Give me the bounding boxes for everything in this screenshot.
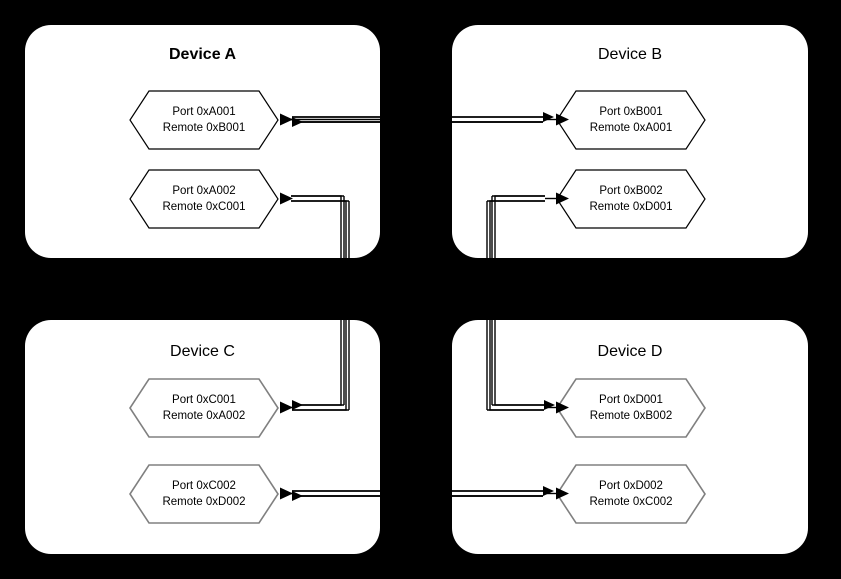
hexagon-shape	[129, 378, 279, 438]
port-node-d002[interactable]: Port 0xD002 Remote 0xC002	[556, 464, 706, 524]
device-title-a: Device A	[169, 46, 236, 63]
device-title-b: Device B	[597, 46, 663, 63]
hexagon-shape	[129, 464, 279, 524]
hexagon-shape	[556, 90, 706, 150]
device-title-d: Device D	[597, 343, 663, 360]
port-node-b001[interactable]: Port 0xB001 Remote 0xA001	[556, 90, 706, 150]
device-title-c: Device C	[170, 343, 235, 360]
port-node-b002[interactable]: Port 0xB002 Remote 0xD001	[556, 169, 706, 229]
port-node-c002[interactable]: Port 0xC002 Remote 0xD002	[129, 464, 279, 524]
port-node-a001[interactable]: Port 0xA001 Remote 0xB001	[129, 90, 279, 150]
port-node-d001[interactable]: Port 0xD001 Remote 0xB002	[556, 378, 706, 438]
port-node-a002[interactable]: Port 0xA002 Remote 0xC001	[129, 169, 279, 229]
hexagon-shape	[129, 169, 279, 229]
port-node-c001[interactable]: Port 0xC001 Remote 0xA002	[129, 378, 279, 438]
hexagon-shape	[556, 378, 706, 438]
hexagon-shape	[556, 464, 706, 524]
hexagon-shape	[556, 169, 706, 229]
hexagon-shape	[129, 90, 279, 150]
